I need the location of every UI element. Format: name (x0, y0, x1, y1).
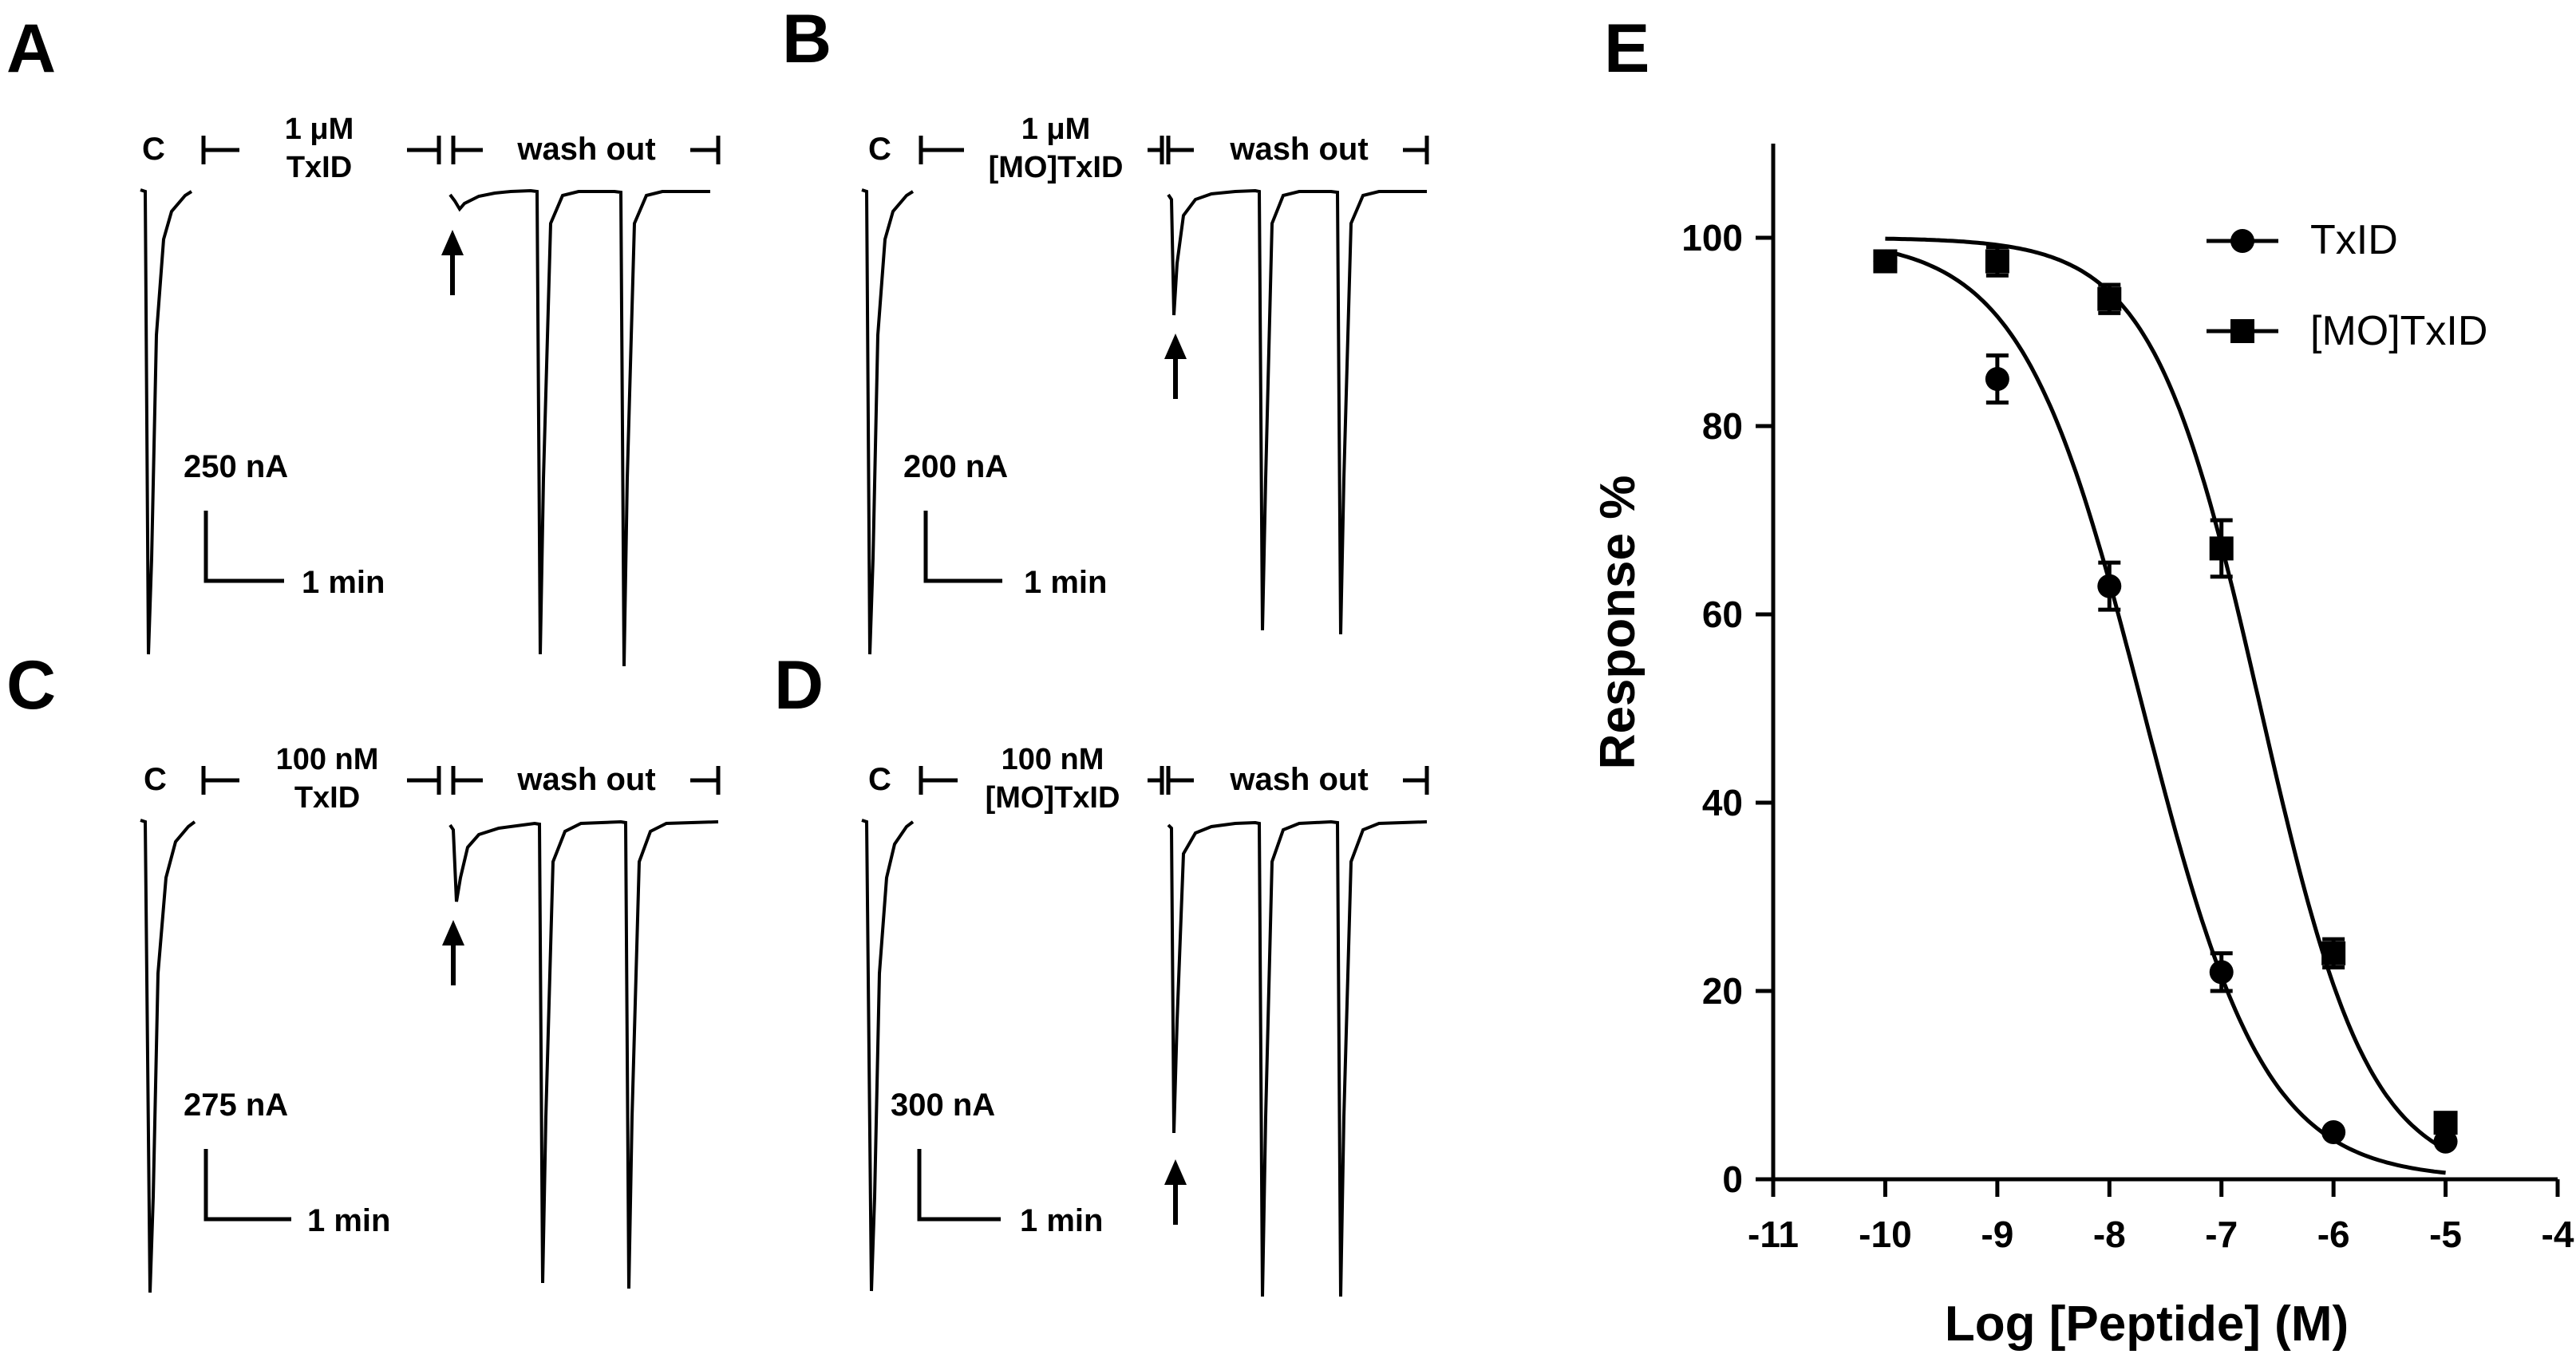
y-tick-label: 20 (1702, 970, 1743, 1012)
arrow-icon (441, 230, 464, 295)
panel-letter: E (1604, 10, 1650, 87)
chart-plot: -11 -10 -9 -8 -7 -6 -5 -4 0 20 40 60 80 100 (1681, 144, 2574, 1255)
scale-time-label: 1 min (1020, 1203, 1103, 1238)
scale-current-label: 200 nA (903, 449, 1008, 484)
washout-label: wash out (516, 762, 655, 797)
legend-marker-square (2230, 319, 2254, 343)
y-tick-label: 40 (1702, 782, 1743, 823)
data-point-mo-txid (1873, 249, 1898, 274)
arrow-icon (1164, 334, 1187, 399)
condition-line2: [MO]TxID (986, 781, 1120, 815)
condition-line1: 1 μM (285, 113, 354, 146)
scale-current-label: 250 nA (184, 449, 288, 484)
x-tick-label: -7 (2205, 1214, 2238, 1255)
scale-bar (203, 1149, 291, 1222)
panel-letter: B (782, 1, 832, 77)
scale-bar (917, 1149, 1001, 1222)
legend: TxID [MO]TxID (2207, 217, 2487, 354)
washout-label: wash out (516, 132, 655, 167)
panel-d: D C 100 nM [MO]TxID wash out 300 nA 1 mi… (774, 647, 1429, 1297)
data-point-mo-txid (2097, 286, 2122, 311)
x-tick-label: -5 (2429, 1214, 2462, 1255)
x-tick-label: -10 (1859, 1214, 1911, 1255)
condition-line1: 1 μM (1021, 113, 1091, 146)
fit-curve-mo-txid (1885, 236, 2447, 1151)
scale-bar (203, 511, 284, 583)
data-point-txid (1985, 367, 2009, 391)
panel-letter: A (6, 10, 56, 87)
fit-curve-txid (1884, 249, 2446, 1175)
scale-current-label: 275 nA (184, 1088, 288, 1123)
x-tick-label: -9 (1981, 1214, 2013, 1255)
panel-letter: D (774, 647, 824, 724)
legend-item-mo-txid: [MO]TxID (2207, 308, 2487, 354)
panel-a: A C 1 μM TxID wash out 250 nA 1 min (6, 10, 721, 667)
control-label: C (144, 762, 167, 797)
data-point-txid (2321, 1120, 2346, 1144)
y-tick-label: 0 (1722, 1159, 1743, 1200)
y-tick-label: 100 (1681, 217, 1743, 259)
x-tick-label: -11 (1748, 1214, 1799, 1255)
current-trace (861, 819, 1428, 1297)
control-label: C (142, 132, 165, 167)
legend-marker-circle (2230, 229, 2254, 253)
washout-label: wash out (1229, 762, 1368, 797)
data-point-txid (2097, 574, 2122, 598)
x-axis-label: Log [Peptide] (M) (1945, 1297, 2349, 1352)
legend-label: [MO]TxID (2310, 308, 2487, 354)
condition-line1: 100 nM (276, 743, 379, 776)
arrow-icon (442, 920, 464, 985)
washout-label: wash out (1229, 132, 1368, 167)
panel-e: E -11 -10 -9 -8 -7 -6 -5 -4 0 20 40 60 80 100 Respons… (1590, 10, 2574, 1352)
condition-line2: TxID (294, 781, 360, 815)
x-tick-label: -6 (2317, 1214, 2350, 1255)
legend-label: TxID (2310, 217, 2398, 263)
y-tick-label: 60 (1702, 594, 1743, 635)
current-trace (861, 188, 1427, 655)
current-trace (140, 819, 719, 1293)
arrow-icon (1164, 1159, 1187, 1225)
scale-time-label: 1 min (307, 1203, 390, 1238)
data-point-mo-txid (1985, 249, 2009, 274)
scale-current-label: 300 nA (891, 1088, 995, 1123)
panel-c: C C 100 nM TxID wash out 275 nA 1 min (6, 647, 721, 1293)
scale-time-label: 1 min (1024, 565, 1107, 600)
data-point-mo-txid (2209, 536, 2234, 561)
panel-letter: C (6, 647, 56, 724)
y-tick-label: 80 (1702, 405, 1743, 447)
data-point-mo-txid (2433, 1111, 2458, 1135)
control-label: C (868, 762, 891, 797)
control-label: C (868, 132, 891, 167)
x-tick-label: -4 (2542, 1214, 2574, 1255)
panel-b: B C 1 μM [MO]TxID wash out 200 nA 1 min (782, 1, 1429, 655)
y-axis-label: Response % (1590, 476, 1646, 770)
scale-time-label: 1 min (302, 565, 385, 600)
scale-bar (923, 511, 1002, 583)
x-tick-label: -8 (2093, 1214, 2126, 1255)
condition-line1: 100 nM (1002, 743, 1104, 776)
current-trace (140, 188, 710, 667)
data-point-txid (2209, 960, 2234, 985)
condition-line2: TxID (286, 151, 352, 184)
data-point-mo-txid (2321, 941, 2346, 965)
condition-line2: [MO]TxID (989, 151, 1124, 184)
legend-item-txid: TxID (2207, 217, 2398, 263)
